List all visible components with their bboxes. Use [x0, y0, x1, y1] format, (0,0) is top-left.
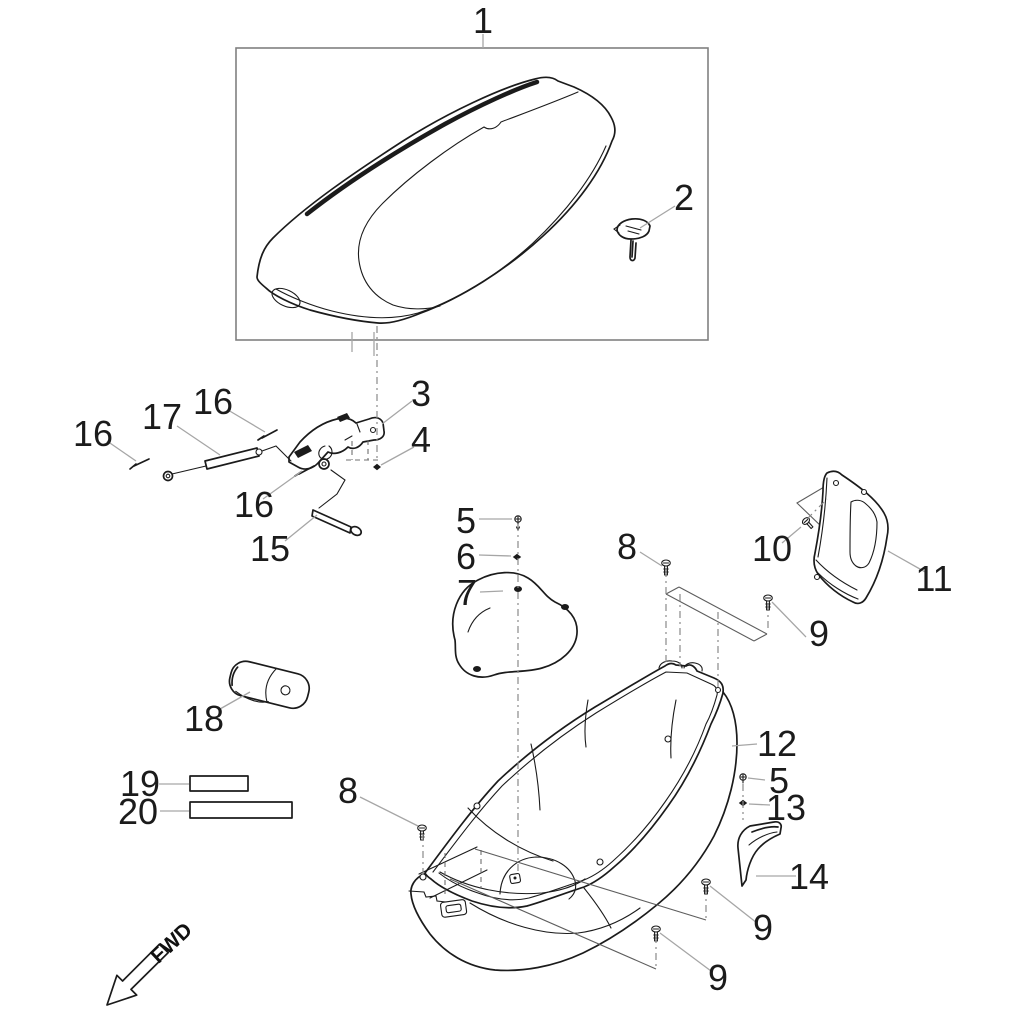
callout-3: 3: [411, 373, 431, 414]
part-seat-hook: [613, 217, 651, 262]
callout-18: 18: [184, 698, 224, 739]
part-screw-8-lower: [417, 824, 427, 841]
part-cover-plate-7: [451, 571, 578, 678]
part-seat: [256, 76, 616, 324]
callout-4: 4: [411, 419, 431, 460]
part-bracket-14: [737, 820, 783, 887]
callout-7: 7: [457, 572, 477, 613]
part-pin: [311, 509, 363, 537]
callout-19: 19: [120, 763, 160, 804]
part-1-frame: [235, 47, 709, 341]
part-clip-16-left: [129, 458, 150, 470]
leader-lines: [106, 34, 928, 972]
callout-5-a: 5: [456, 500, 476, 541]
part-screw-10: [801, 517, 814, 530]
callout-20: 20: [118, 791, 158, 832]
part-strip-19: [189, 775, 249, 792]
part-screw-9-upper: [763, 594, 773, 611]
callout-16-a: 16: [73, 413, 113, 454]
callout-16-c: 16: [234, 484, 274, 525]
callout-9-c: 9: [708, 957, 728, 998]
callout-2: 2: [674, 177, 694, 218]
part-pad-18: [228, 660, 311, 710]
part-hinge-bracket: [288, 332, 385, 470]
projection-lines: [449, 586, 768, 970]
fwd-label: FWD: [146, 919, 197, 968]
part-screw-8-upper: [661, 559, 671, 576]
callout-15: 15: [250, 528, 290, 569]
part-screw-5b: [739, 773, 747, 784]
part-clip-16-top: [257, 429, 278, 441]
callout-12: 12: [757, 723, 797, 764]
callout-6: 6: [456, 536, 476, 577]
fwd-arrow-icon: [106, 943, 170, 1006]
callout-9-a: 9: [809, 613, 829, 654]
part-strip-20: [189, 801, 293, 819]
callout-13: 13: [766, 787, 806, 828]
callout-5-b: 5: [769, 760, 789, 801]
fwd-direction-marker: FWD: [106, 919, 197, 1006]
callout-14: 14: [789, 856, 829, 897]
callout-16-b: 16: [193, 381, 233, 422]
part-gas-strut: [162, 445, 346, 509]
callout-11: 11: [915, 558, 952, 599]
part-nut-6: [512, 553, 522, 561]
centerlines: [376, 326, 828, 968]
callout-8-b: 8: [338, 770, 358, 811]
callout-1: 1: [473, 0, 493, 41]
part-luggage-box-12: [408, 660, 738, 972]
callout-10: 10: [752, 528, 792, 569]
callout-9-b: 9: [753, 907, 773, 948]
callout-labels: 1 2 3 4 5 6 7 8 8 9 9 9 10 11 12 5 13 14…: [73, 0, 953, 998]
callout-17: 17: [142, 396, 182, 437]
callout-8-a: 8: [617, 526, 637, 567]
part-screw-5a: [514, 515, 522, 532]
part-nut-4: [373, 463, 381, 471]
part-rear-cover-11: [796, 470, 889, 605]
